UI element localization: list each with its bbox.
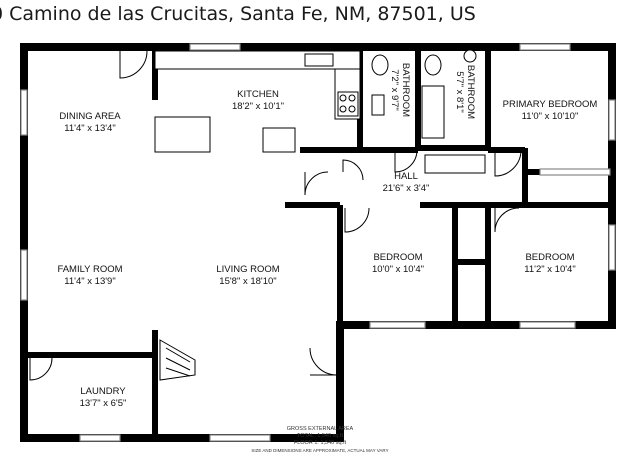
gross-area-floor: FLOOR 1: 1,540 sq.ft	[294, 440, 347, 446]
primary-name: PRIMARY BEDROOM	[503, 99, 598, 110]
gross-area-title: GROSS EXTERNAL AREA	[287, 426, 354, 432]
room-label-hall: HALL 21'6" x 3'4"	[383, 171, 430, 194]
room-label-bedroom1: BEDROOM 10'0" x 10'4"	[372, 252, 424, 275]
room-label-laundry: LAUNDRY 13'7" x 6'5"	[80, 386, 127, 409]
living-dims: 15'8" x 18'10"	[219, 276, 276, 287]
bathroom-fixtures	[371, 49, 486, 174]
area-summary: GROSS EXTERNAL AREA TOTAL: 1,540 sq.ft F…	[251, 426, 388, 453]
bath2-dims: 5'7" x 8'1"	[454, 71, 465, 113]
bedroom2-dims: 11'2" x 10'4"	[524, 264, 575, 275]
dining-dims: 11'4" x 13'4"	[64, 123, 115, 134]
kitchen-name: KITCHEN	[237, 89, 279, 100]
hall-name: HALL	[394, 171, 418, 182]
room-label-family: FAMILY ROOM 11'4" x 13'9"	[57, 264, 122, 287]
size-disclaimer: SIZE AND DIMENSIONS ARE APPROXIMATE, ACT…	[251, 448, 388, 453]
dining-name: DINING AREA	[59, 111, 121, 122]
family-name: FAMILY ROOM	[57, 264, 122, 275]
bath1-name: BATHROOM	[400, 63, 411, 117]
listing-address: 0 Camino de las Crucitas, Santa Fe, NM, …	[0, 3, 476, 25]
primary-dims: 11'0" x 10'10"	[522, 111, 579, 122]
hall-dims: 21'6" x 3'4"	[383, 183, 430, 194]
laundry-name: LAUNDRY	[80, 386, 126, 397]
doors	[29, 50, 522, 381]
living-name: LIVING ROOM	[216, 264, 279, 275]
room-label-bath2: BATHROOM 5'7" x 8'1"	[454, 65, 476, 119]
bath1-dims: 7'2" x 9'7"	[389, 69, 400, 111]
bedroom1-name: BEDROOM	[373, 252, 422, 263]
room-label-kitchen: KITCHEN 18'2" x 10'1"	[232, 89, 284, 112]
room-label-dining: DINING AREA 11'4" x 13'4"	[59, 111, 121, 134]
room-label-bedroom2: BEDROOM 11'2" x 10'4"	[524, 252, 575, 275]
laundry-dims: 13'7" x 6'5"	[80, 398, 127, 409]
room-label-living: LIVING ROOM 15'8" x 18'10"	[216, 264, 279, 287]
room-label-bath1: BATHROOM 7'2" x 9'7"	[389, 63, 411, 117]
family-dims: 11'4" x 13'9"	[64, 276, 115, 287]
gross-area-total: TOTAL: 1,540 sq.ft	[297, 433, 343, 439]
room-label-primary: PRIMARY BEDROOM 11'0" x 10'10"	[503, 99, 598, 122]
bath2-name: BATHROOM	[465, 65, 476, 119]
kitchen-fixtures	[154, 50, 361, 153]
fireplace	[159, 339, 196, 381]
windows	[20, 43, 616, 442]
bedroom1-dims: 10'0" x 10'4"	[372, 264, 424, 275]
kitchen-dims: 18'2" x 10'1"	[232, 101, 284, 112]
bedroom2-name: BEDROOM	[525, 252, 574, 263]
